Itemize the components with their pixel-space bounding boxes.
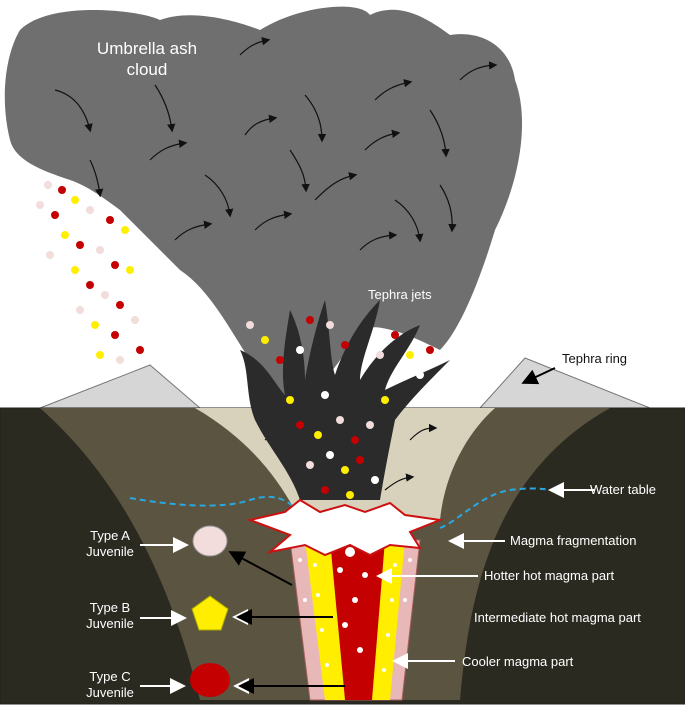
water-table-line-right <box>439 487 551 529</box>
hotter-part-label: Hotter hot magma part <box>484 568 615 583</box>
water-table-label: Water table <box>590 482 656 497</box>
black-arrows <box>228 367 556 694</box>
type-c-label: Type C Juvenile <box>86 669 134 700</box>
intermediate-part-label: Intermediate hot magma part <box>474 610 641 625</box>
type-a-juvenile-icon <box>192 525 228 557</box>
tephra-ring-label: Tephra ring <box>562 351 628 366</box>
tephra-jets <box>240 300 450 500</box>
magma-conduit-red <box>330 540 385 700</box>
type-a-label: Type A Juvenile <box>86 528 134 559</box>
cloud-swirl-arrows <box>54 37 498 491</box>
cooler-part-label: Cooler magma part <box>462 654 574 669</box>
magma-fragmentation-label: Magma fragmentation <box>510 533 637 548</box>
umbrella-cloud-label: Umbrella ash cloud <box>96 39 198 79</box>
drift-particles <box>36 181 144 364</box>
type-b-juvenile-icon <box>191 595 229 631</box>
type-b-label: Type B Juvenile <box>86 600 134 631</box>
tephra-ring-left <box>39 364 202 409</box>
type-c-juvenile-icon <box>190 663 230 697</box>
jet-particles <box>246 316 434 499</box>
water-table-line <box>129 495 301 516</box>
fragmentation-star <box>246 498 444 557</box>
tephra-jets-label: Tephra jets <box>368 287 432 302</box>
ash-cloud <box>4 6 523 401</box>
magma-bubbles <box>298 547 412 672</box>
